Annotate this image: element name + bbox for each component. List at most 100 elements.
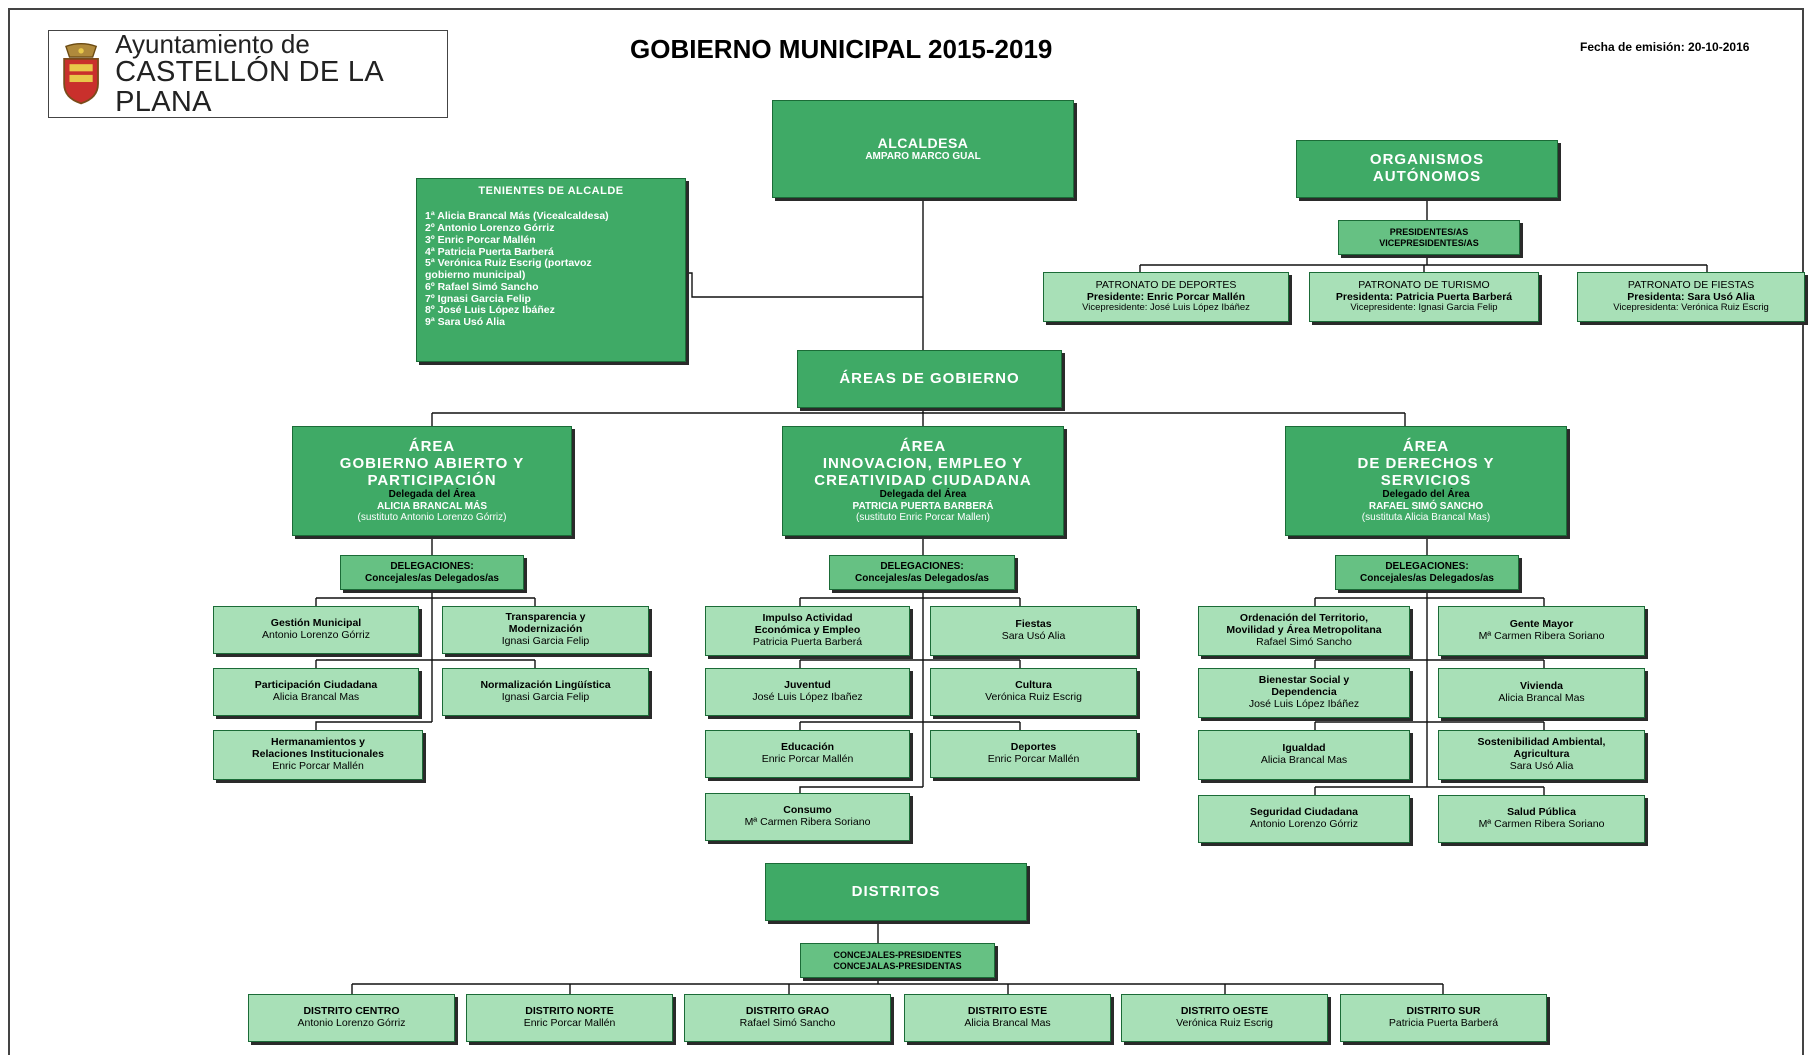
areas-gobierno-box: ÁREAS DE GOBIERNO [797, 350, 1062, 408]
area-label: ÁREA [1402, 438, 1450, 456]
patronato-vice: Vicepresidenta: Verónica Ruiz Escrig [1613, 302, 1769, 314]
distrito-person: Verónica Ruiz Escrig [1176, 1017, 1273, 1029]
delegacion-title: Juventud [784, 679, 831, 692]
distrito-name: DISTRITO SUR [1406, 1005, 1481, 1018]
delegacion-title: Ordenación del Territorio, [1239, 612, 1369, 625]
area-delegado: ALICIA BRANCAL MÁS [377, 500, 487, 512]
delegacion-title: Vivienda [1520, 680, 1563, 693]
alcaldesa-name: AMPARO MARCO GUAL [865, 151, 981, 163]
page-frame [8, 8, 1804, 1055]
distrito-norte: DISTRITO NORTE Enric Porcar Mallén [466, 994, 673, 1042]
delegacion-sostenibilidad: Sostenibilidad Ambiental, Agricultura Sa… [1438, 730, 1645, 780]
delegacion-person: Sara Usó Alia [1001, 630, 1066, 642]
area-sustituto: (sustituto Enric Porcar Mallen) [856, 511, 990, 523]
delegaciones-line-1: DELEGACIONES: [1385, 561, 1469, 573]
area-name-2: CREATIVIDAD CIUDADANA [814, 471, 1032, 489]
delegacion-person: Mª Carmen Ribera Soriano [1478, 630, 1605, 642]
teniente-item: 6º Rafael Simó Sancho [425, 280, 539, 293]
logo-line-1: Ayuntamiento de [115, 28, 310, 59]
delegacion-gente-mayor: Gente Mayor Mª Carmen Ribera Soriano [1438, 606, 1645, 656]
delegacion-person: Rafael Simó Sancho [1256, 635, 1352, 648]
distrito-centro: DISTRITO CENTRO Antonio Lorenzo Górriz [248, 994, 455, 1042]
delegacion-person: Antonio Lorenzo Górriz [1250, 818, 1358, 830]
delegacion-title: Transparencia y [505, 611, 586, 624]
logo-ayuntamiento: Ayuntamiento de CASTELLÓN DE LA PLANA [48, 30, 448, 118]
delegacion-title: Bienestar Social y [1258, 674, 1350, 687]
delegacion-person: Mª Carmen Ribera Soriano [1478, 818, 1605, 830]
delegacion-person: Ignasi Garcia Felip [501, 634, 590, 647]
patronato-name: PATRONATO DE FIESTAS [1627, 278, 1755, 291]
delegacion-title: Sostenibilidad Ambiental, [1477, 736, 1606, 749]
delegacion-hermanamientos: Hermanamientos y Relaciones Instituciona… [213, 730, 423, 780]
area-sustituto: (sustituta Alicia Brancal Mas) [1361, 511, 1491, 523]
delegacion-ordenacion: Ordenación del Territorio, Movilidad y Á… [1198, 606, 1410, 656]
delegacion-person: Ignasi Garcia Felip [501, 691, 590, 703]
delegacion-title: Fiestas [1015, 618, 1052, 631]
delegacion-cultura: Cultura Verónica Ruiz Escrig [930, 668, 1137, 716]
delegaciones-line-1: DELEGACIONES: [390, 561, 474, 573]
distrito-name: DISTRITO ESTE [967, 1005, 1048, 1018]
delegacion-normalizacion: Normalización Lingüística Ignasi Garcia … [442, 668, 649, 716]
area-delegado: PATRICIA PUERTA BARBERÁ [852, 500, 994, 512]
page-title: GOBIERNO MUNICIPAL 2015-2019 [630, 34, 1053, 64]
area-delegado-label: Delegada del Área [388, 489, 476, 501]
delegacion-person: José Luis López Ibáñez [1248, 697, 1360, 710]
delegacion-title: Hermanamientos y [271, 736, 365, 749]
delegacion-title: Salud Pública [1507, 806, 1576, 819]
area-name-1: GOBIERNO ABIERTO Y [339, 454, 525, 472]
delegacion-vivienda: Vivienda Alicia Brancal Mas [1438, 668, 1645, 718]
distrito-name: DISTRITO GRAO [745, 1005, 830, 1018]
delegacion-person: Enric Porcar Mallén [987, 753, 1080, 765]
distrito-name: DISTRITO OESTE [1180, 1005, 1269, 1018]
delegacion-person: José Luis López Ibañez [752, 691, 863, 703]
delegaciones-line-2: Concejales/as Delegados/as [365, 572, 499, 584]
area-name-2: PARTICIPACIÓN [367, 471, 497, 489]
patronato-president: Presidenta: Patricia Puerta Barberá [1335, 290, 1513, 303]
delegacion-bienestar: Bienestar Social y Dependencia José Luis… [1198, 668, 1410, 718]
distrito-person: Enric Porcar Mallén [523, 1017, 616, 1029]
patronato-name: PATRONATO DE DEPORTES [1095, 278, 1237, 291]
delegacion-person: Alicia Brancal Mas [272, 691, 360, 703]
teniente-item: 1ª Alicia Brancal Más (Vicealcaldesa) [425, 210, 609, 223]
patronato-fiestas: PATRONATO DE FIESTAS Presidenta: Sara Us… [1577, 272, 1805, 322]
delegacion-title: Educación [780, 741, 835, 754]
concejales-box: CONCEJALES-PRESIDENTES CONCEJALAS-PRESID… [800, 943, 995, 978]
delegacion-seguridad: Seguridad Ciudadana Antonio Lorenzo Górr… [1198, 795, 1410, 843]
delegacion-title: Normalización Lingüística [480, 679, 611, 692]
patronato-vice: Vicepresidente: José Luis López Ibáñez [1082, 302, 1250, 314]
area-derechos-servicios: ÁREA DE DERECHOS Y SERVICIOS Delegado de… [1285, 426, 1567, 536]
area-delegado-label: Delegado del Área [1382, 489, 1470, 501]
patronato-president: Presidenta: Sara Usó Alia [1627, 290, 1755, 303]
patronato-name: PATRONATO DE TURISMO [1358, 278, 1490, 291]
area-name-1: DE DERECHOS Y [1357, 454, 1495, 472]
area-gobierno-abierto: ÁREA GOBIERNO ABIERTO Y PARTICIPACIÓN De… [292, 426, 572, 536]
distrito-grao: DISTRITO GRAO Rafael Simó Sancho [684, 994, 891, 1042]
delegaciones-line-2: Concejales/as Delegados/as [1360, 572, 1494, 584]
delegacion-title: Cultura [1015, 679, 1052, 692]
delegacion-title: Deportes [1010, 741, 1057, 754]
concejales-line-1: CONCEJALES-PRESIDENTES [833, 950, 962, 961]
delegaciones-box: DELEGACIONES: Concejales/as Delegados/as [1335, 555, 1519, 590]
organismos-title-2: AUTÓNOMOS [1372, 168, 1482, 185]
distrito-person: Patricia Puerta Barberá [1388, 1017, 1499, 1029]
tenientes-title: TENIENTES DE ALCALDE [478, 185, 624, 197]
delegacion-person: Sara Usó Alia [1509, 759, 1574, 772]
delegacion-title-2: Agricultura [1513, 748, 1570, 761]
delegacion-impulso: Impulso Actividad Económica y Empleo Pat… [705, 606, 910, 656]
presidentes-line-1: PRESIDENTES/AS [1389, 227, 1469, 238]
teniente-item: 5ª Verónica Ruiz Escrig (portavoz [425, 257, 592, 270]
teniente-item: 4ª Patricia Puerta Barberá [425, 245, 554, 258]
patronato-president: Presidente: Enric Porcar Mallén [1086, 290, 1246, 303]
delegacion-title: Igualdad [1282, 742, 1326, 755]
delegacion-title: Seguridad Ciudadana [1250, 806, 1358, 819]
delegacion-educacion: Educación Enric Porcar Mallén [705, 730, 910, 778]
area-innovacion-empleo: ÁREA INNOVACION, EMPLEO Y CREATIVIDAD CI… [782, 426, 1064, 536]
area-label: ÁREA [408, 438, 456, 456]
delegaciones-box: DELEGACIONES: Concejales/as Delegados/as [829, 555, 1015, 590]
delegacion-person: Verónica Ruiz Escrig [985, 691, 1082, 703]
distrito-sur: DISTRITO SUR Patricia Puerta Barberá [1340, 994, 1547, 1042]
alcaldesa-box: ALCALDESA AMPARO MARCO GUAL [772, 100, 1074, 198]
delegacion-title: Consumo [783, 804, 832, 817]
areas-gobierno-title: ÁREAS DE GOBIERNO [839, 369, 1020, 387]
delegaciones-line-2: Concejales/as Delegados/as [855, 572, 989, 584]
